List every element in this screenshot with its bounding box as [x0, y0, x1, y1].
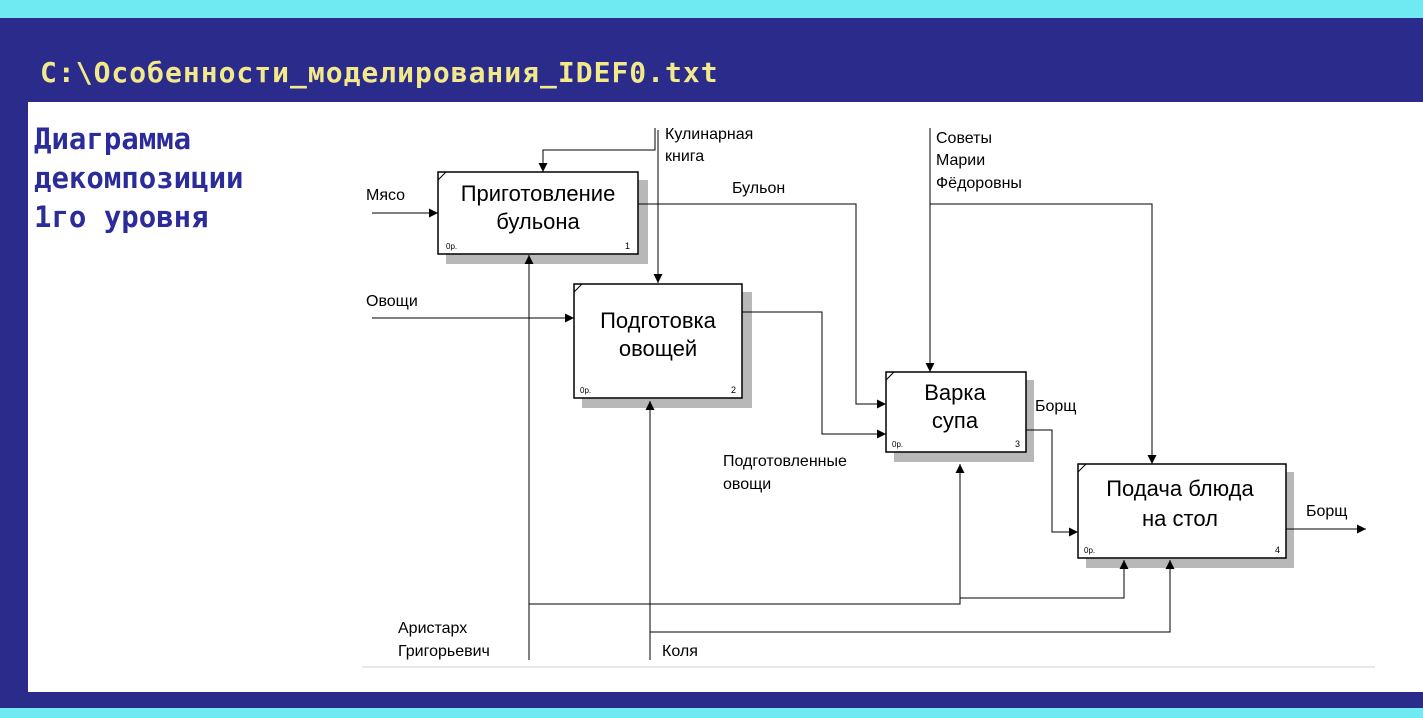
label-advice-line: Марии — [936, 152, 985, 169]
box-corner-text: 0р. — [580, 386, 591, 395]
label-prepared-vegetables-line: овощи — [723, 476, 771, 493]
box-title-line: супа — [932, 408, 979, 433]
label-advice-line: Советы — [936, 130, 992, 147]
box-title-line: овощей — [619, 336, 697, 361]
arrow-aristarkh-branch-2 — [960, 560, 1129, 599]
label-meat: Мясо — [366, 187, 405, 204]
label-kolya: Коля — [662, 643, 698, 660]
box-corner-mark — [1077, 463, 1087, 473]
arrow-borsch-mid — [1026, 429, 1078, 537]
box-corner-mark — [437, 171, 447, 181]
label-broth: Бульон — [732, 180, 785, 197]
box-corner-mark — [885, 371, 895, 381]
box-frame — [885, 371, 1027, 453]
label-aristarkh-line: Григорьевич — [398, 643, 490, 660]
activity-box-1: Приготовление бульона 0р. 1 — [437, 171, 639, 255]
arrow-aristarkh-branch — [529, 464, 965, 605]
activity-box-4: Подача блюда на стол 0р. 4 — [1077, 463, 1287, 559]
title-bar — [28, 46, 1423, 102]
box-title-line: Подготовка — [600, 308, 717, 333]
box-number: 4 — [1275, 545, 1280, 555]
box-frame — [1077, 463, 1287, 559]
arrow-advice-branch — [930, 203, 1157, 464]
box-title-line: Варка — [924, 380, 986, 405]
activity-box-3: Варка супа 0р. 3 — [885, 371, 1027, 453]
arrow-kolya-branch — [650, 560, 1175, 633]
box-frame — [573, 283, 743, 399]
label-advice-line: Фёдоровны — [936, 175, 1022, 192]
box-corner-text: 0р. — [892, 440, 903, 449]
arrow-cookbook — [538, 128, 656, 172]
box-number: 3 — [1015, 439, 1020, 449]
slide-subtitle: Диаграмма декомпозиции 1го уровня — [34, 120, 334, 237]
label-aristarkh-line: Аристарх — [398, 620, 467, 637]
box-number: 1 — [625, 241, 630, 251]
box-title-line: Подача блюда — [1106, 476, 1254, 501]
label-prepared-vegetables-line: Подготовленные — [723, 453, 847, 470]
subtitle-line: 1го уровня — [34, 200, 209, 234]
box-corner-mark — [573, 283, 583, 293]
label-borsch-out: Борщ — [1306, 503, 1347, 520]
box-corner-text: 0р. — [1084, 546, 1095, 555]
window-title: C:\Особенности_моделирования_IDEF0.txt — [40, 56, 719, 89]
subtitle-line: Диаграмма — [34, 122, 192, 156]
label-cookbook-line: книга — [665, 148, 704, 165]
arrow-broth — [636, 203, 886, 409]
label-borsch-mid: Борщ — [1035, 398, 1076, 415]
box-title-line: бульона — [496, 209, 580, 234]
box-frame — [437, 171, 639, 255]
box-number: 2 — [731, 385, 736, 395]
arrow-prepared-vegetables — [742, 311, 886, 439]
box-title-line: Приготовление — [461, 181, 616, 206]
subtitle-line: декомпозиции — [34, 161, 244, 195]
activity-box-2: Подготовка овощей 0р. 2 — [573, 283, 743, 399]
label-cookbook-line: Кулинарная — [665, 126, 753, 143]
label-vegetables: Овощи — [366, 293, 418, 310]
box-title-line: на стол — [1142, 506, 1218, 531]
box-corner-text: 0р. — [446, 242, 457, 251]
